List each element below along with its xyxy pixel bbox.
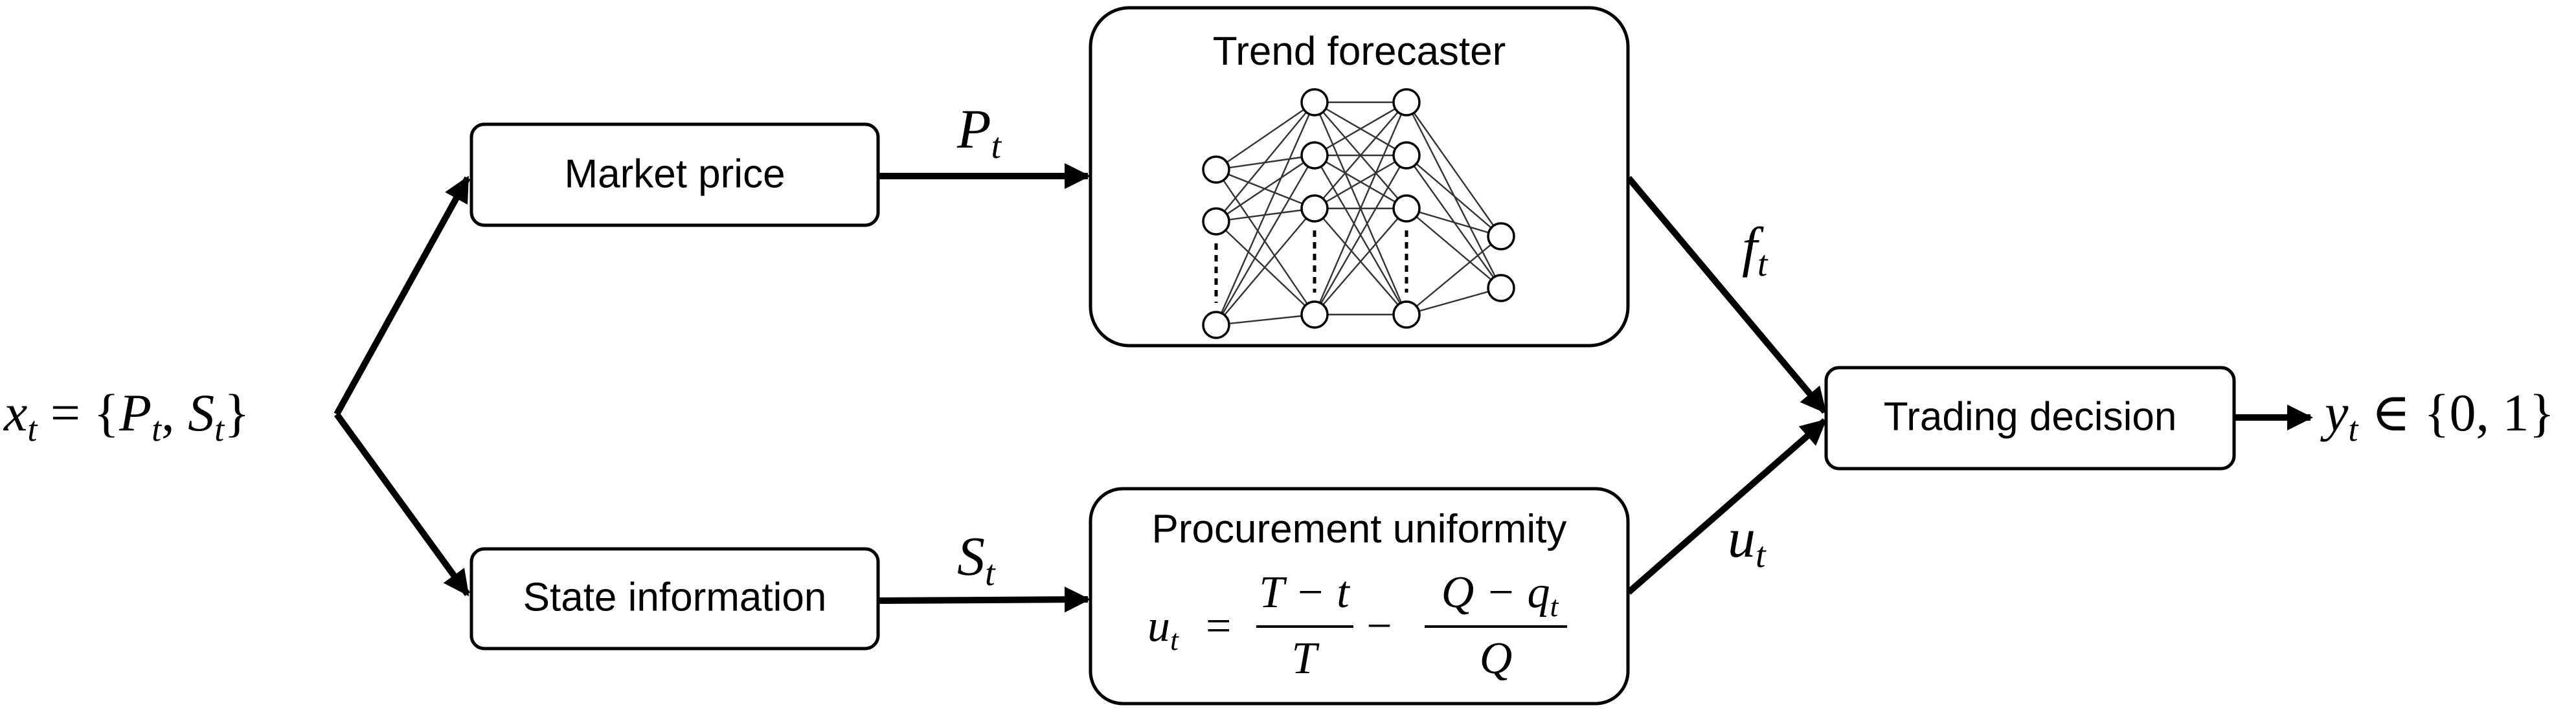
formula-minus: − <box>1366 601 1392 651</box>
arrow-forecaster-to-decision <box>1626 175 1827 414</box>
nn-node <box>1300 300 1329 329</box>
nn-node <box>1392 141 1421 170</box>
arrow-state-to-uniformity <box>877 586 1090 613</box>
nn-node <box>1487 274 1515 302</box>
nn-edge <box>1215 169 1315 315</box>
state-information-box <box>469 547 880 651</box>
procurement-uniformity-box <box>1089 487 1630 706</box>
state-information-label: State information <box>523 575 827 619</box>
nn-edge <box>1406 102 1502 237</box>
trend-forecaster-box <box>1089 6 1630 348</box>
edge-label-uniformity: ut <box>1728 507 1767 575</box>
edge-label-state: St <box>957 525 996 594</box>
nn-edge <box>1314 101 1407 157</box>
neural-network-icon <box>1202 88 1515 339</box>
nn-edge <box>1313 102 1408 315</box>
nn-node <box>1487 222 1515 250</box>
nn-edge <box>1314 208 1407 315</box>
nn-node <box>1202 311 1230 339</box>
nn-edge <box>1406 155 1502 237</box>
output-formula: yt ∈ {0, 1} <box>2320 383 2555 449</box>
formula-equals: = <box>1206 601 1231 651</box>
nn-node <box>1392 88 1421 117</box>
formula-frac2-num: Q − qt <box>1441 568 1559 623</box>
trading-decision-label: Trading decision <box>1884 394 2177 439</box>
arrow-uniformity-to-decision <box>1626 418 1827 595</box>
nn-node <box>1202 207 1230 236</box>
arrow-input-to-state <box>333 412 471 597</box>
trend-forecaster-label: Trend forecaster <box>1213 29 1506 74</box>
nn-edge <box>1215 102 1315 222</box>
nn-edge <box>1215 313 1315 326</box>
formula-frac2-den: Q <box>1480 634 1513 684</box>
nn-edge <box>1406 208 1502 289</box>
input-formula: xt = {Pt, St} <box>3 383 250 449</box>
nn-node <box>1202 155 1230 184</box>
nn-node <box>1300 141 1329 170</box>
nn-edge <box>1215 208 1315 326</box>
nn-edge <box>1215 155 1316 326</box>
nn-edge <box>1215 155 1315 222</box>
formula-frac1-num: T − t <box>1259 568 1350 617</box>
arrow-input-to-market <box>333 175 471 416</box>
nn-edge <box>1313 155 1408 315</box>
nn-edge <box>1406 287 1502 316</box>
uniformity-formula: ut = T − t T − Q − qt Q <box>1147 568 1567 684</box>
nn-edge <box>1406 207 1502 238</box>
nn-edge <box>1215 102 1315 170</box>
edge-label-price: Pt <box>956 98 1002 166</box>
nn-node <box>1392 300 1421 329</box>
edge-label-forecast: ft <box>1742 216 1768 284</box>
nn-node <box>1300 88 1329 117</box>
market-price-box <box>469 122 880 227</box>
nn-edge <box>1215 221 1315 315</box>
nn-edge <box>1215 102 1316 326</box>
trading-decision-box <box>1824 366 2236 471</box>
nn-node <box>1300 194 1329 223</box>
nn-node <box>1392 194 1421 223</box>
formula-lhs: ut <box>1147 601 1179 656</box>
nn-edge <box>1314 102 1407 209</box>
nn-edge <box>1406 236 1502 315</box>
formula-frac1-den: T <box>1292 634 1320 684</box>
procurement-uniformity-label: Procurement uniformity <box>1152 507 1567 551</box>
market-price-label: Market price <box>564 151 785 196</box>
nn-edge <box>1314 154 1407 210</box>
